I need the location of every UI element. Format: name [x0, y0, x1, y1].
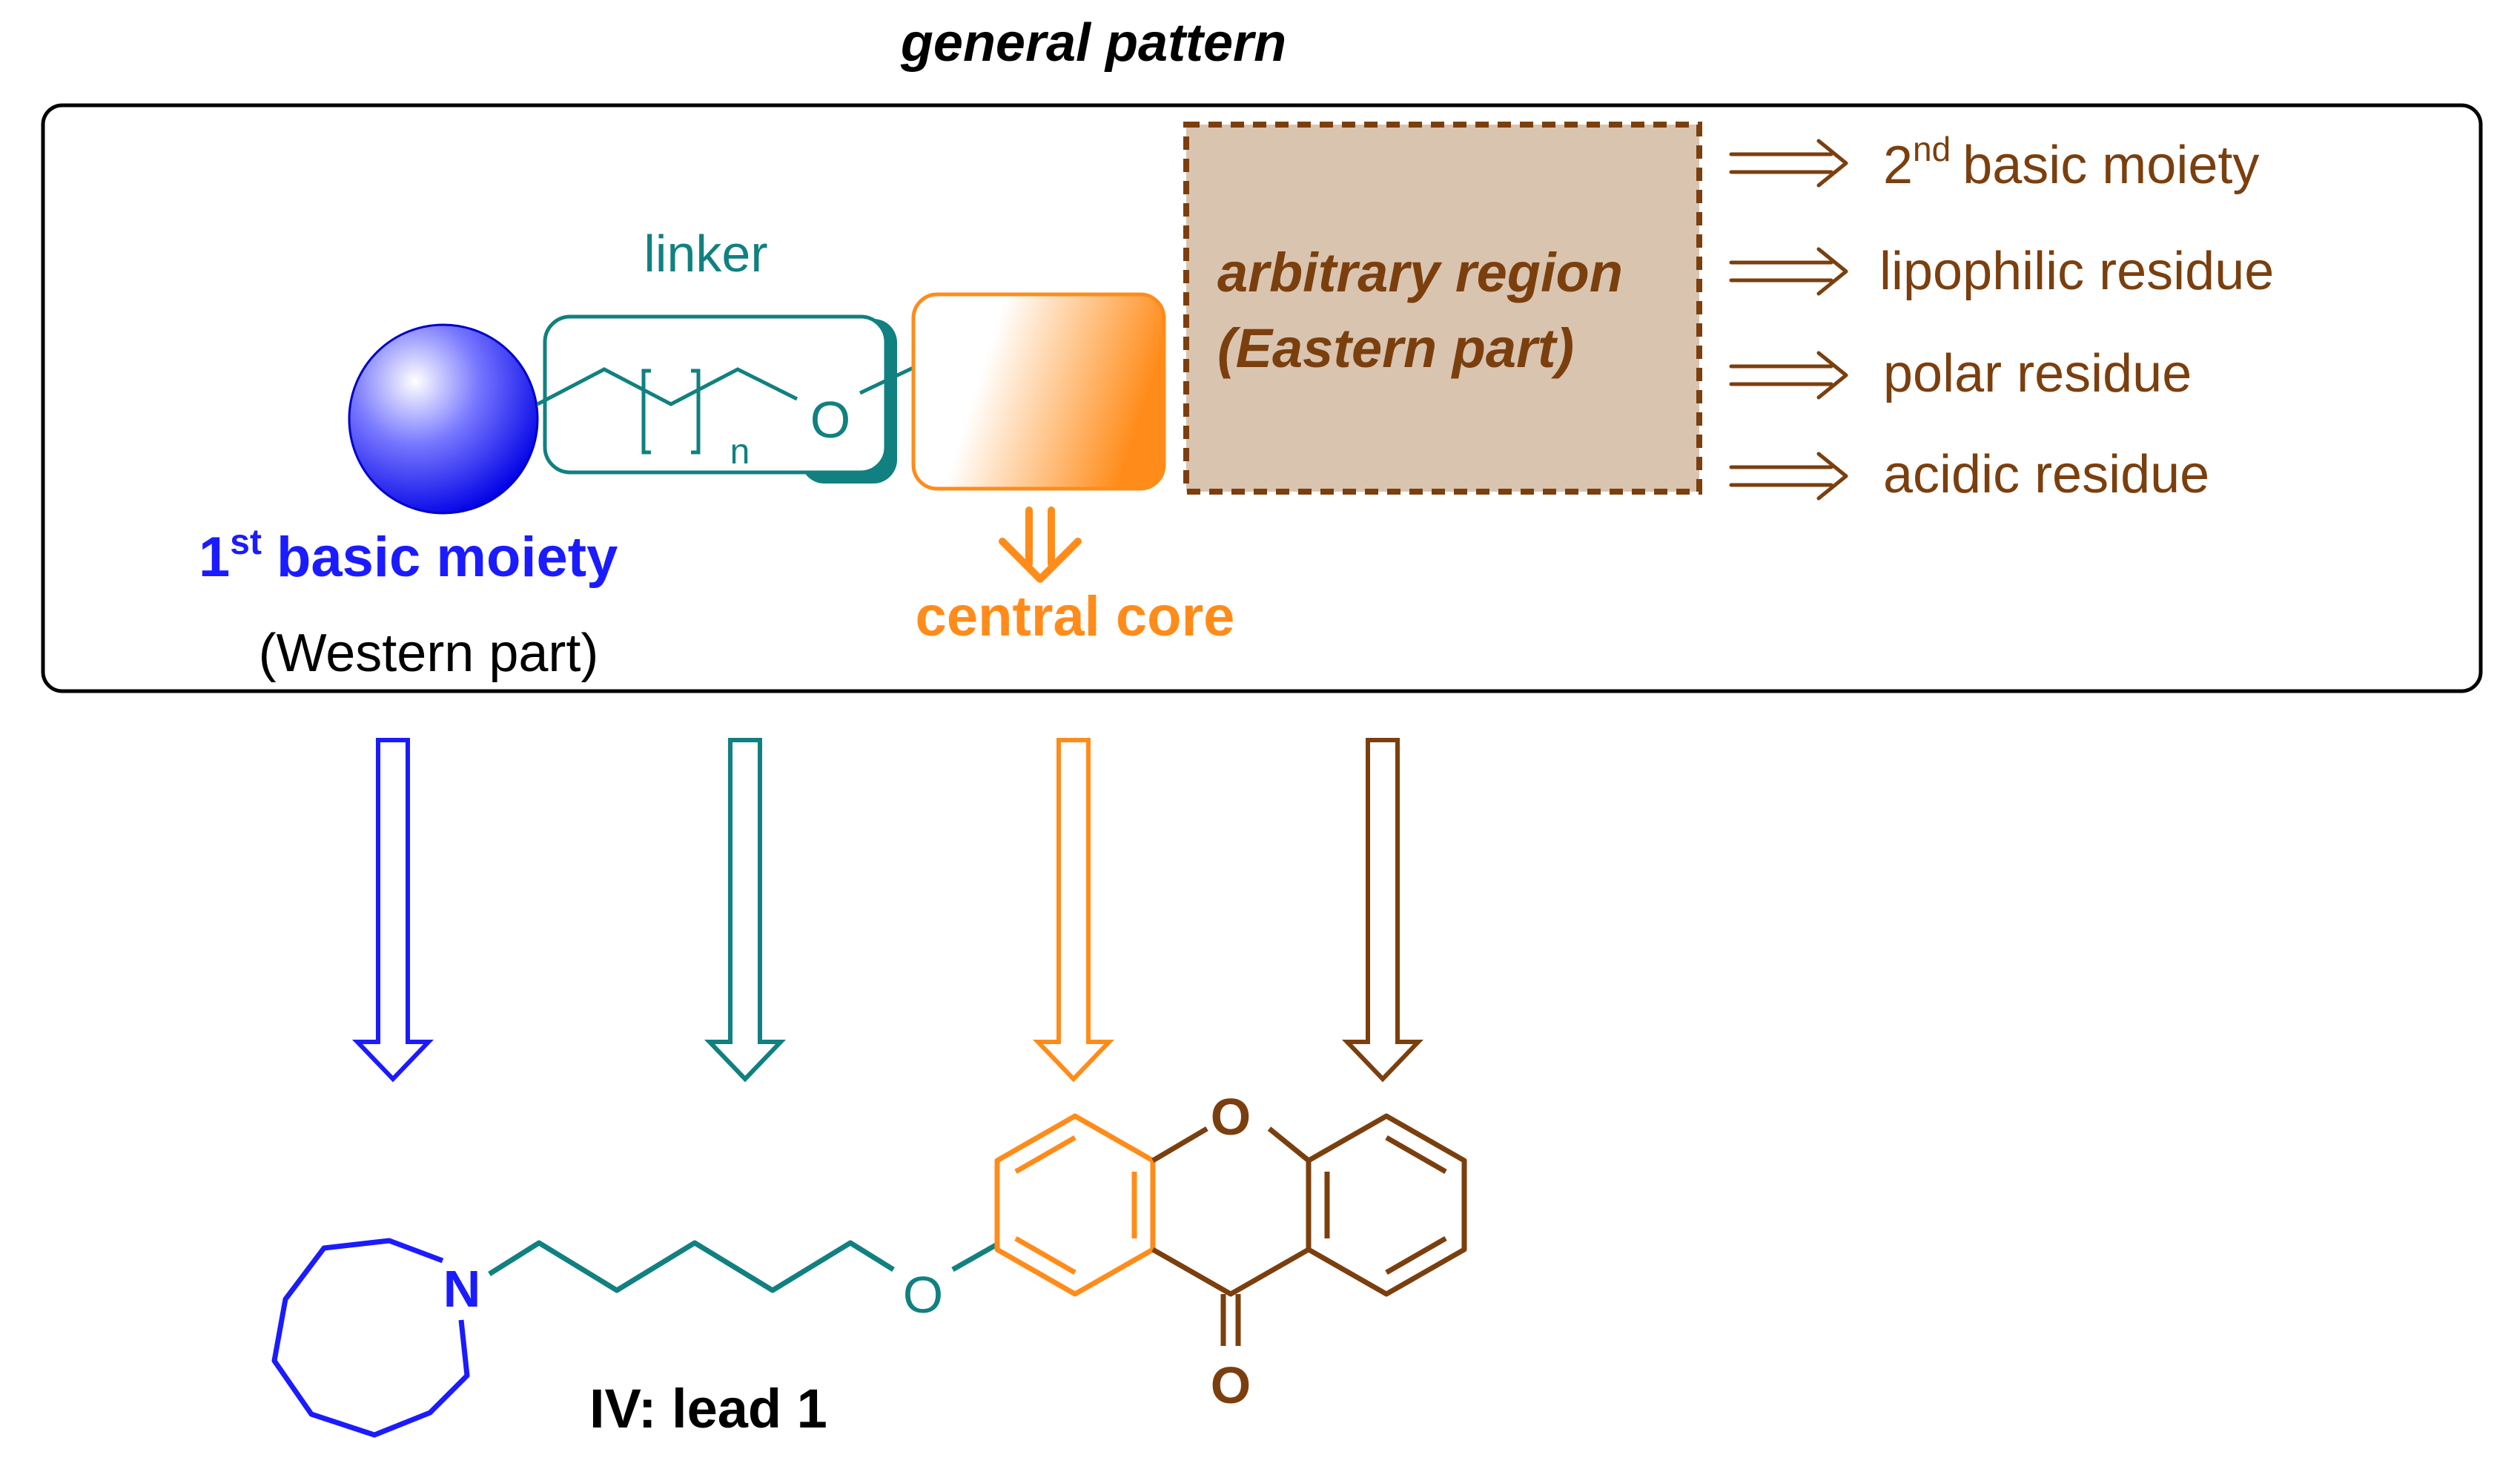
option-polar-residue: polar residue — [1883, 344, 2192, 403]
arbitrary-region-title: arbitrary region — [1217, 242, 1623, 303]
option-lipophilic-residue: lipophilic residue — [1879, 242, 2274, 301]
linker-label: linker — [644, 225, 767, 283]
xanthone-right-ring — [1306, 1113, 1467, 1297]
xanthone-ring-oxygen: O — [1211, 1088, 1251, 1146]
ordinal-suffix: st — [230, 523, 262, 562]
down-arrow-linker — [704, 738, 787, 1083]
xanthone-left-ring — [994, 1113, 1156, 1297]
linker-subscript: n — [730, 432, 750, 472]
ether-oxygen: O — [903, 1266, 943, 1324]
carbonyl-oxygen: O — [1211, 1356, 1251, 1414]
option-arrows — [1729, 139, 1848, 501]
option-arrow-4 — [1729, 452, 1848, 501]
xanthone-central-ring — [1151, 1126, 1311, 1346]
western-part-label: (Western part) — [259, 624, 599, 683]
molecule-pentyl-chain — [488, 1240, 999, 1293]
pattern-frame — [41, 103, 2483, 693]
down-arrow-western — [351, 738, 434, 1083]
option-acidic-residue: acidic residue — [1883, 445, 2209, 504]
down-arrow-core — [1032, 738, 1115, 1083]
linker-chain — [536, 363, 921, 455]
central-core-arrow — [999, 506, 1082, 583]
diagram-title: general pattern — [900, 13, 1286, 73]
option-1-text: basic moiety — [1962, 136, 2259, 195]
basic-moiety-sphere — [348, 323, 539, 515]
option-second-basic-moiety: 2nd basic moiety — [1883, 130, 2259, 195]
arbitrary-region-box — [1183, 122, 1702, 495]
linker-box — [543, 314, 888, 475]
central-core-label: central core — [916, 585, 1235, 648]
option-1-suffix: nd — [1913, 130, 1951, 168]
option-arrow-2 — [1729, 247, 1848, 296]
azepane-ring — [271, 1238, 470, 1438]
eastern-part-label: (Eastern part) — [1217, 317, 1574, 379]
basic-moiety-label: 1st basic moiety — [199, 523, 618, 589]
option-arrow-1 — [1729, 139, 1848, 188]
ordinal-number: 1 — [199, 526, 230, 589]
azepane-nitrogen: N — [443, 1260, 481, 1318]
option-1-number: 2 — [1883, 136, 1913, 195]
central-core-block — [911, 292, 1166, 491]
compound-caption: IV: lead 1 — [589, 1378, 827, 1439]
basic-moiety-text: basic moiety — [277, 526, 618, 589]
option-arrow-3 — [1729, 351, 1848, 400]
linker-oxygen: O — [810, 391, 850, 449]
down-arrow-eastern — [1341, 738, 1424, 1083]
